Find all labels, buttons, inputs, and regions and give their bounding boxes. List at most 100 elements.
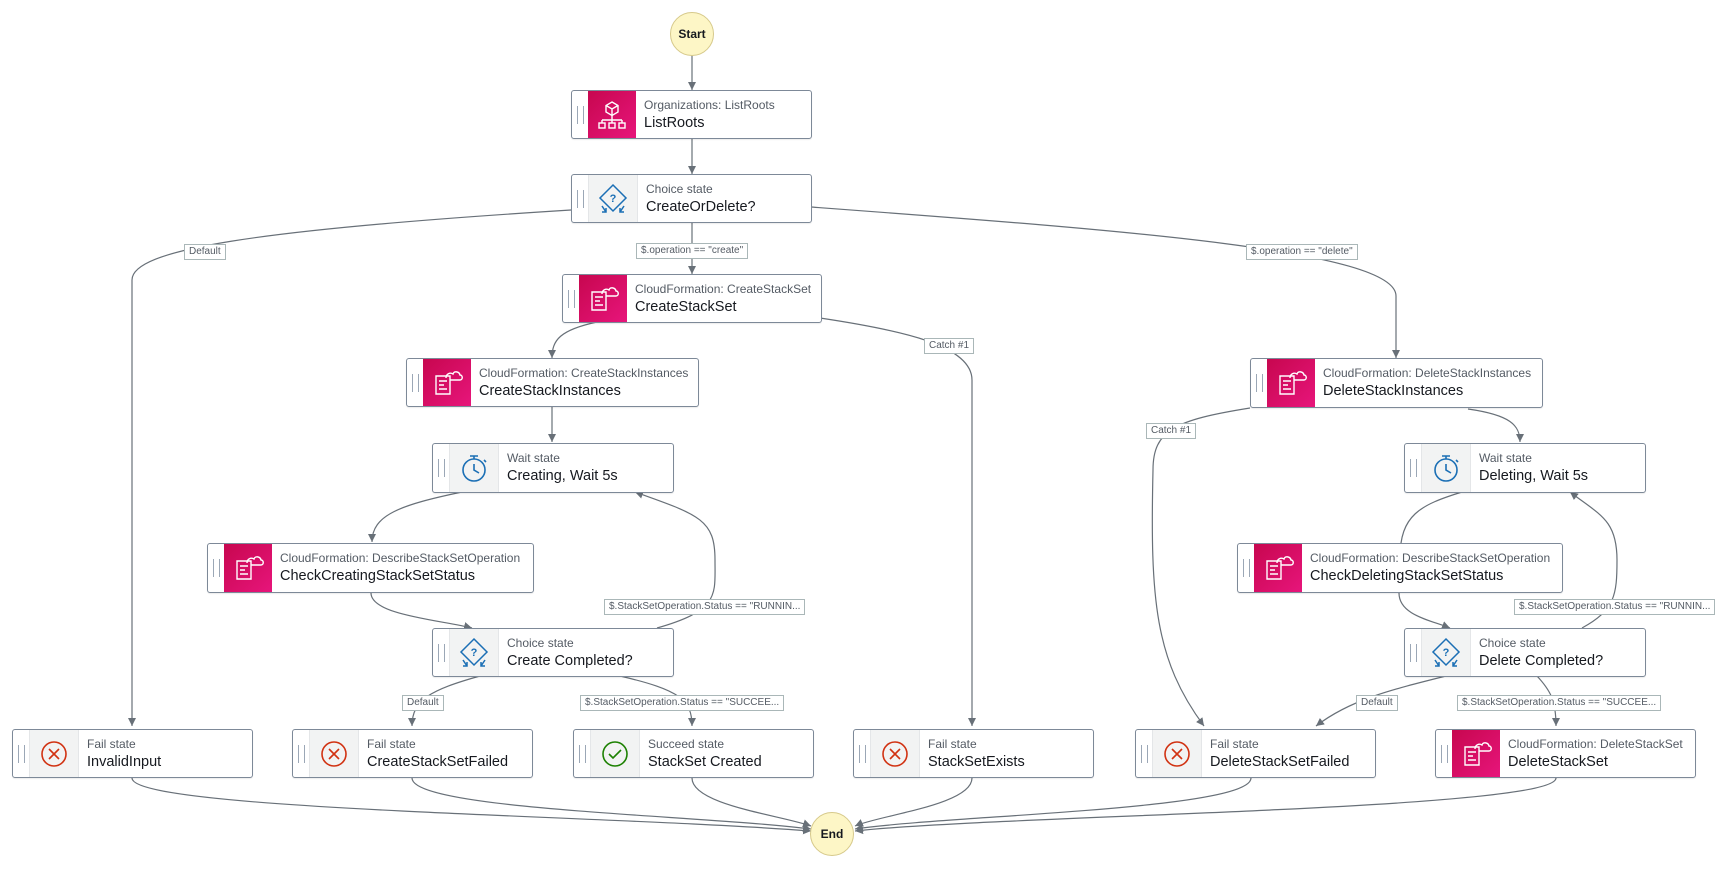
drag-handle-icon[interactable] [1136,730,1152,777]
node-stacksetcreated[interactable]: Succeed state StackSet Created [573,729,814,778]
node-name: DeleteStackSet [1508,754,1608,770]
node-type: Fail state [367,737,416,751]
node-type: Fail state [928,737,977,751]
drag-handle-icon[interactable] [574,730,590,777]
svg-text:?: ? [610,193,617,205]
node-createstacksetfailed[interactable]: Fail state CreateStackSetFailed [292,729,533,778]
drag-handle-icon[interactable] [1405,629,1421,676]
end-node[interactable]: End [810,812,854,856]
node-name: Creating, Wait 5s [507,468,618,484]
node-name: DeleteStackSetFailed [1210,754,1350,770]
edge-label-default[interactable]: Default [402,695,444,711]
node-createordelete[interactable]: ? Choice state CreateOrDelete? [571,174,812,223]
edge-createstackset-createinstances [548,321,598,359]
stopwatch-icon [1421,444,1471,492]
edge-deleteinstances-catch [1151,407,1251,727]
edge-delcheck-completed [1398,592,1451,629]
node-type: Fail state [1210,737,1259,751]
drag-handle-icon[interactable] [293,730,309,777]
node-name: Delete Completed? [1479,653,1604,669]
drag-handle-icon[interactable] [13,730,29,777]
start-node[interactable]: Start [670,12,714,56]
drag-handle-icon[interactable] [433,629,449,676]
node-deletestacksetfailed[interactable]: Fail state DeleteStackSetFailed [1135,729,1376,778]
choice-icon: ? [449,629,499,676]
drag-handle-icon[interactable] [572,91,588,138]
drag-handle-icon[interactable] [1405,444,1421,492]
node-name: ListRoots [644,115,705,131]
fail-icon [1152,730,1202,777]
node-type: Choice state [646,182,713,196]
edge-createordelete-default [128,209,572,726]
node-type: Organizations: ListRoots [644,98,775,112]
drag-handle-icon[interactable] [433,444,449,492]
node-name: CreateStackSet [635,299,737,315]
organizations-icon [588,91,636,138]
node-name: StackSetExists [928,754,1025,770]
edge-label-catch[interactable]: Catch #1 [1146,423,1197,439]
node-deleting-wait[interactable]: Wait state Deleting, Wait 5s [1404,443,1646,493]
drag-handle-icon[interactable] [407,359,423,406]
drag-handle-icon[interactable] [1238,544,1254,592]
edge-deletefailed-end [854,777,1252,832]
edge-createfailed-end [411,777,812,832]
node-type: CloudFormation: DescribeStackSetOperatio… [280,551,521,565]
edge-check-completed [370,592,473,630]
node-type: CloudFormation: DeleteStackSet [1508,737,1683,751]
edge-label-status-succeeded[interactable]: $.StackSetOperation.Status == "SUCCEE... [1457,695,1662,711]
node-name: InvalidInput [87,754,162,770]
node-type: CloudFormation: CreateStackInstances [479,366,689,380]
node-checkcreating[interactable]: CloudFormation: DescribeStackSetOperatio… [207,543,534,593]
fail-icon [309,730,359,777]
cloudformation-icon [423,359,471,406]
edge-label-operation-delete[interactable]: $.operation == "delete" [1246,244,1358,260]
drag-handle-icon[interactable] [572,175,588,222]
cloudformation-icon [579,275,627,322]
svg-text:?: ? [471,647,478,659]
edge-createstackset-catch [819,317,976,726]
node-deletestackinstances[interactable]: CloudFormation: DeleteStackInstances Del… [1250,358,1543,408]
svg-text:?: ? [1443,647,1450,659]
node-invalidinput[interactable]: Fail state InvalidInput [12,729,253,778]
node-listroots[interactable]: Organizations: ListRoots ListRoots [571,90,812,139]
drag-handle-icon[interactable] [1251,359,1267,407]
node-name: CheckCreatingStackSetStatus [280,568,476,584]
node-name: CreateOrDelete? [646,199,756,215]
node-createstackset[interactable]: CloudFormation: CreateStackSet CreateSta… [562,274,822,323]
node-deletestackset[interactable]: CloudFormation: DeleteStackSet DeleteSta… [1435,729,1696,778]
node-checkdeleting[interactable]: CloudFormation: DescribeStackSetOperatio… [1237,543,1563,593]
edge-label-operation-create[interactable]: $.operation == "create" [636,243,749,259]
choice-icon: ? [588,175,638,222]
drag-handle-icon[interactable] [854,730,870,777]
node-type: Succeed state [648,737,725,751]
cloudformation-icon [1452,730,1500,777]
fail-icon [29,730,79,777]
edge-label-catch[interactable]: Catch #1 [924,338,975,354]
edge-label-status-running[interactable]: $.StackSetOperation.Status == "RUNNIN... [604,599,806,615]
edge-createordelete-delete [810,206,1400,358]
drag-handle-icon[interactable] [563,275,579,322]
node-createstackinstances[interactable]: CloudFormation: CreateStackInstances Cre… [406,358,699,407]
node-type: Wait state [507,451,560,465]
node-type: CloudFormation: DescribeStackSetOperatio… [1310,551,1551,565]
choice-icon: ? [1421,629,1471,676]
node-stacksetexists[interactable]: Fail state StackSetExists [853,729,1094,778]
edge-label-default[interactable]: Default [1356,695,1398,711]
node-type: Wait state [1479,451,1532,465]
edge-label-status-succeeded[interactable]: $.StackSetOperation.Status == "SUCCEE... [580,695,785,711]
node-type: CloudFormation: DeleteStackInstances [1323,366,1532,380]
node-name: DeleteStackInstances [1323,383,1464,399]
node-delete-completed[interactable]: ? Choice state Delete Completed? [1404,628,1646,677]
edge-invalid-end [131,777,812,835]
node-creating-wait[interactable]: Wait state Creating, Wait 5s [432,443,674,493]
drag-handle-icon[interactable] [208,544,224,592]
edge-label-status-running[interactable]: $.StackSetOperation.Status == "RUNNIN... [1514,599,1716,615]
edge-label-default[interactable]: Default [184,244,226,260]
cloudformation-icon [1267,359,1315,407]
node-create-completed[interactable]: ? Choice state Create Completed? [432,628,674,677]
node-type: CloudFormation: CreateStackSet [635,282,812,296]
drag-handle-icon[interactable] [1436,730,1452,777]
edge-wait-check [368,491,463,543]
stopwatch-icon [449,444,499,492]
